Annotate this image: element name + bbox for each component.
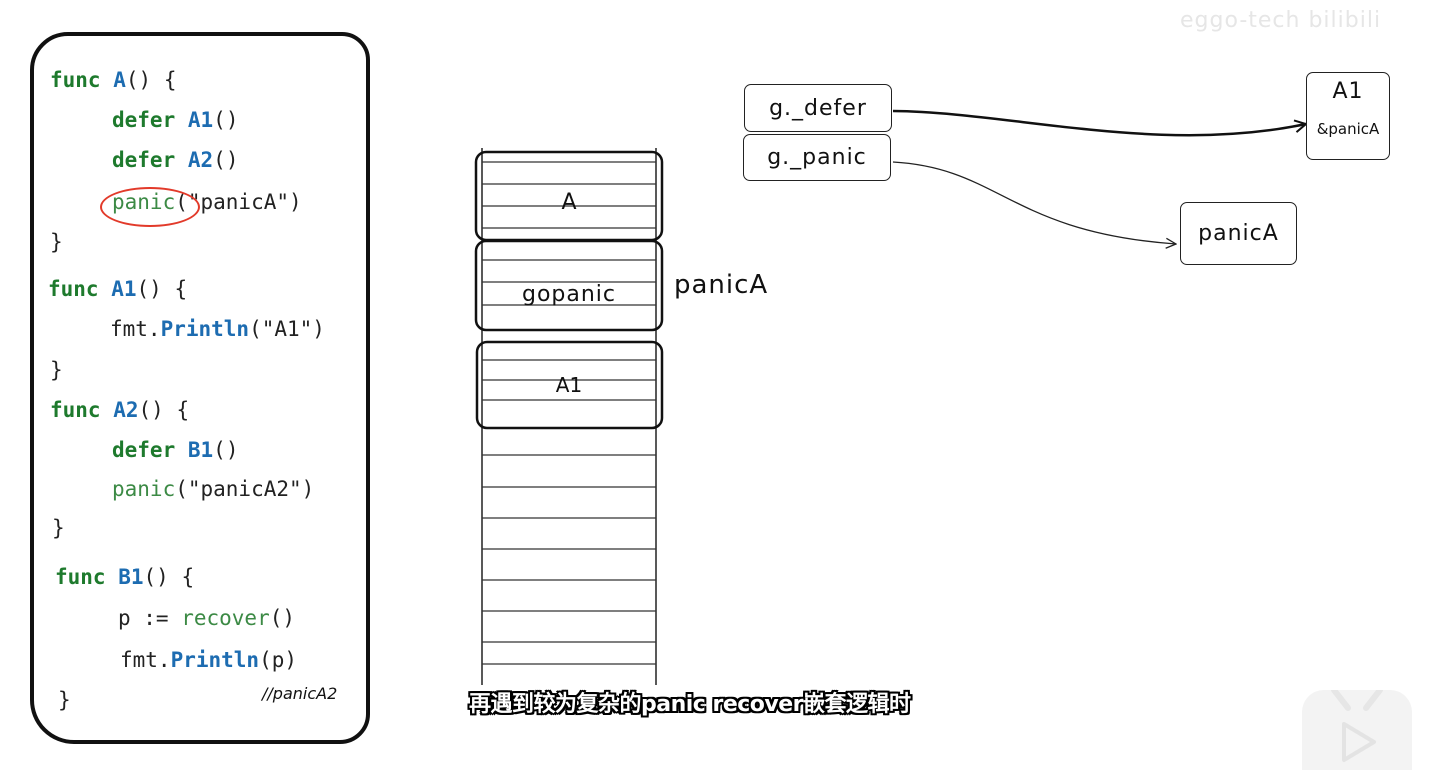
code-prefix: fmt. bbox=[120, 648, 171, 672]
code-rest: () bbox=[213, 108, 239, 132]
code-rest: () bbox=[269, 606, 296, 630]
keyword: defer bbox=[112, 438, 176, 462]
keyword: func bbox=[48, 277, 99, 301]
code-prefix: p := bbox=[118, 606, 182, 630]
code-line: defer A1() bbox=[112, 108, 238, 132]
code-rest: ("panicA2") bbox=[175, 477, 315, 501]
tv-play-icon bbox=[1331, 687, 1383, 762]
code-line: func A() { bbox=[50, 68, 176, 92]
code-rest: () { bbox=[125, 68, 177, 92]
code-rest: () { bbox=[143, 565, 195, 589]
keyword: func bbox=[55, 565, 106, 589]
code-line: defer A2() bbox=[112, 148, 238, 172]
builtin: recover bbox=[181, 606, 270, 630]
keyword: func bbox=[50, 398, 101, 422]
code-rest: () { bbox=[138, 398, 190, 422]
code-line: fmt.Println(p) bbox=[120, 648, 297, 672]
code-rest: ("A1") bbox=[249, 317, 325, 341]
func-name: A1 bbox=[187, 108, 214, 132]
stack-frame-gopanic bbox=[474, 239, 664, 332]
defer-arrow bbox=[892, 109, 1306, 137]
func-name: Println bbox=[170, 648, 260, 672]
closing-brace: } bbox=[50, 358, 63, 382]
panic-highlight-circle bbox=[100, 187, 200, 227]
code-rest: () bbox=[213, 148, 239, 172]
gopanic-side-label: panicA bbox=[674, 270, 769, 300]
code-rest: () { bbox=[136, 277, 188, 301]
code-line: panic("panicA2") bbox=[112, 477, 314, 501]
code-line: func A1() { bbox=[48, 277, 187, 301]
func-name: A2 bbox=[187, 148, 214, 172]
func-name: A2 bbox=[113, 398, 139, 422]
code-line: func A2() { bbox=[50, 398, 189, 422]
keyword: defer bbox=[112, 148, 176, 172]
closing-brace: } bbox=[58, 688, 71, 712]
defer-node-title: A1 bbox=[1332, 79, 1364, 104]
keyword: func bbox=[50, 68, 101, 92]
closing-brace: } bbox=[52, 516, 65, 540]
code-rest: (p) bbox=[259, 648, 298, 672]
code-rest: () bbox=[213, 438, 239, 462]
comment-note: //panicA2 bbox=[262, 684, 338, 703]
code-prefix: fmt. bbox=[110, 317, 161, 341]
func-name: B1 bbox=[187, 438, 214, 462]
code-line: defer B1() bbox=[112, 438, 238, 462]
g-defer-box: g._defer bbox=[744, 84, 892, 132]
bilibili-tv-badge bbox=[1302, 687, 1412, 770]
stack-frame-label: gopanic bbox=[521, 282, 617, 307]
code-panel bbox=[30, 32, 370, 744]
func-name: Println bbox=[160, 317, 250, 341]
panic-arrow bbox=[892, 161, 1176, 244]
defer-node-box: A1 &panicA bbox=[1306, 72, 1390, 160]
panic-node-box: panicA bbox=[1180, 202, 1297, 265]
stack-slots bbox=[482, 161, 656, 665]
func-name: B1 bbox=[118, 565, 144, 589]
code-line: fmt.Println("A1") bbox=[110, 317, 325, 341]
stack-frame-label: A bbox=[561, 190, 577, 215]
stack-frame-A1 bbox=[475, 340, 664, 430]
defer-node-sub: &panicA bbox=[1316, 120, 1380, 138]
keyword: defer bbox=[112, 108, 176, 132]
closing-brace: } bbox=[50, 230, 63, 254]
stack-frame-label: A1 bbox=[555, 373, 583, 397]
video-subtitle: 再遇到较为复杂的panic recover嵌套逻辑时 bbox=[469, 692, 911, 717]
g-panic-box: g._panic bbox=[743, 134, 891, 181]
builtin: panic bbox=[112, 477, 176, 501]
func-name: A bbox=[113, 68, 126, 92]
code-line: p := recover() bbox=[118, 606, 295, 630]
code-line: func B1() { bbox=[55, 565, 194, 589]
func-name: A1 bbox=[111, 277, 137, 301]
watermark-text: eggo-tech bilibili bbox=[1180, 8, 1382, 33]
